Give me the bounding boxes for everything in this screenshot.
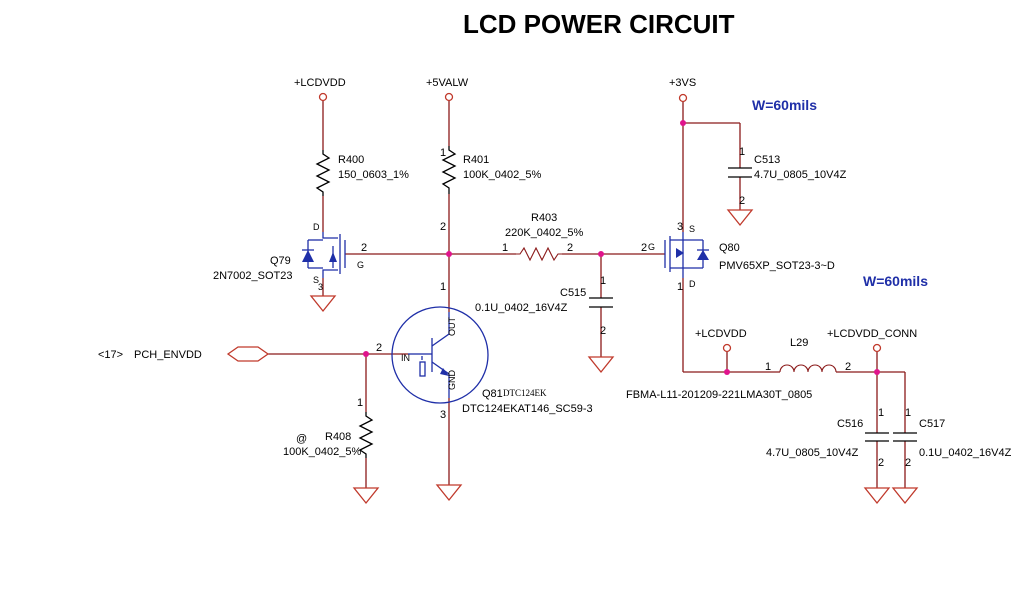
c515-pin2: 2	[600, 325, 606, 337]
c513-value: 4.7U_0805_10V4Z	[754, 169, 847, 181]
r408-marker: @	[296, 433, 307, 445]
power-rail-3vs: +3VS	[669, 77, 696, 103]
q80-pin1: 1	[677, 281, 683, 293]
ground-symbols	[309, 209, 919, 505]
q79-pin-s: S	[313, 275, 319, 285]
q81-pin2: 2	[376, 342, 382, 354]
c517-pin2: 2	[905, 457, 911, 469]
q79-pin3: 3	[318, 282, 323, 292]
r403-pin1: 1	[502, 242, 508, 254]
r400-ref: R400	[338, 154, 364, 166]
r401-pin1: 1	[440, 147, 446, 159]
c516-value: 4.7U_0805_10V4Z	[766, 447, 859, 459]
l29-pin2: 2	[845, 361, 851, 373]
q80-value: PMV65XP_SOT23-3~D	[719, 260, 835, 272]
ground-q79	[309, 295, 337, 313]
q79-value: 2N7002_SOT23	[213, 270, 293, 282]
q81-pin-out: OUT	[447, 317, 457, 337]
rail-label-lcdvdd-out: +LCDVDD	[695, 328, 747, 340]
inductor-l29: L29 1 2 FBMA-L11-201209-221LMA30T_0805	[626, 337, 851, 401]
q81-ref: Q81	[482, 388, 503, 400]
c516-ref: C516	[837, 418, 863, 430]
capacitor-c516: 1 2 C516 4.7U_0805_10V4Z	[766, 407, 889, 469]
c517-value: 0.1U_0402_16V4Z	[919, 447, 1012, 459]
c515-ref: C515	[560, 287, 586, 299]
c513-pin2: 2	[739, 195, 745, 207]
capacitor-c517: 1 2 C517 0.1U_0402_16V4Z	[893, 407, 1012, 469]
ground-c517	[891, 487, 919, 505]
q81-pin3: 3	[440, 409, 446, 421]
rail-label-lcdvdd-conn: +LCDVDD_CONN	[827, 328, 917, 340]
signal-pch-envdd: <17> PCH_ENVDD	[98, 346, 270, 362]
r403-pin2: 2	[567, 242, 573, 254]
q80-pin-s: S	[689, 224, 695, 234]
rail-label-5valw: +5VALW	[426, 77, 469, 89]
junctions	[363, 120, 880, 375]
capacitor-c513: 1 2 C513 4.7U_0805_10V4Z	[728, 146, 847, 207]
c516-pin1: 1	[878, 407, 884, 419]
q80-pin2: 2	[641, 242, 647, 254]
ground-c515	[587, 356, 615, 374]
resistor-r400: R400 150_0603_1%	[315, 150, 409, 196]
r401-ref: R401	[463, 154, 489, 166]
width-label-right: W=60mils	[863, 273, 928, 289]
l29-pin1: 1	[765, 361, 771, 373]
ground-c513	[726, 209, 754, 227]
r403-value: 220K_0402_5%	[505, 227, 584, 239]
power-rail-lcdvdd-out: +LCDVDD	[695, 328, 747, 353]
r403-ref: R403	[531, 212, 557, 224]
r400-value: 150_0603_1%	[338, 169, 409, 181]
c517-pin1: 1	[905, 407, 911, 419]
l29-ref: L29	[790, 337, 808, 349]
q79-ref: Q79	[270, 255, 291, 267]
wires	[268, 101, 906, 488]
transistor-q81: IN OUT GND 1 2 3 Q81 DTC124EK DTC124EKAT…	[376, 281, 593, 421]
rail-label-lcdvdd-top: +LCDVDD	[294, 77, 346, 89]
c516-pin2: 2	[878, 457, 884, 469]
q80-pin3: 3	[677, 221, 683, 233]
q81-part: DTC124EK	[503, 388, 547, 398]
q79-pin-d: D	[313, 222, 320, 232]
q79-pin-g: G	[357, 260, 364, 270]
q81-pin-in: IN	[401, 353, 410, 363]
r408-pin1: 1	[357, 397, 363, 409]
signal-name: PCH_ENVDD	[134, 349, 202, 361]
power-rail-lcdvdd-conn: +LCDVDD_CONN	[827, 328, 917, 353]
q81-value: DTC124EKAT146_SC59-3	[462, 403, 593, 415]
c513-pin1: 1	[739, 146, 745, 158]
q80-ref: Q80	[719, 242, 740, 254]
c515-value: 0.1U_0402_16V4Z	[475, 302, 568, 314]
resistor-r408: 1 @ R408 100K_0402_5%	[283, 397, 374, 458]
resistor-r401: 1 2 R401 100K_0402_5%	[440, 146, 542, 233]
mosfet-q79: D S G 2 3 Q79 2N7002_SOT23	[213, 222, 367, 292]
r401-pin2: 2	[440, 221, 446, 233]
ground-r408	[352, 487, 380, 505]
c517-ref: C517	[919, 418, 945, 430]
width-label-top: W=60mils	[752, 97, 817, 113]
q80-pin-d: D	[689, 279, 696, 289]
resistor-r403: R403 220K_0402_5% 1 2	[502, 212, 584, 262]
page-title: LCD POWER CIRCUIT	[463, 9, 735, 39]
r408-value: 100K_0402_5%	[283, 446, 362, 458]
q81-pin-gnd: GND	[447, 370, 457, 391]
rail-label-3vs: +3VS	[669, 77, 696, 89]
ground-c516	[863, 487, 891, 505]
c513-ref: C513	[754, 154, 780, 166]
q79-pin2: 2	[361, 242, 367, 254]
r401-value: 100K_0402_5%	[463, 169, 542, 181]
l29-value: FBMA-L11-201209-221LMA30T_0805	[626, 389, 812, 401]
capacitor-c515: 1 2 C515 0.1U_0402_16V4Z	[475, 275, 613, 337]
c515-pin1: 1	[600, 275, 606, 287]
power-rail-5valw: +5VALW	[426, 77, 469, 102]
mosfet-q80: 2 G 3 S 1 D Q80 PMV65XP_SOT23-3~D	[641, 221, 835, 293]
signal-ref: <17>	[98, 349, 123, 361]
r408-ref: R408	[325, 431, 351, 443]
power-rail-lcdvdd-top: +LCDVDD	[294, 77, 346, 102]
ground-q81	[435, 484, 463, 502]
q80-pin-g: G	[648, 242, 655, 252]
q81-pin1: 1	[440, 281, 446, 293]
